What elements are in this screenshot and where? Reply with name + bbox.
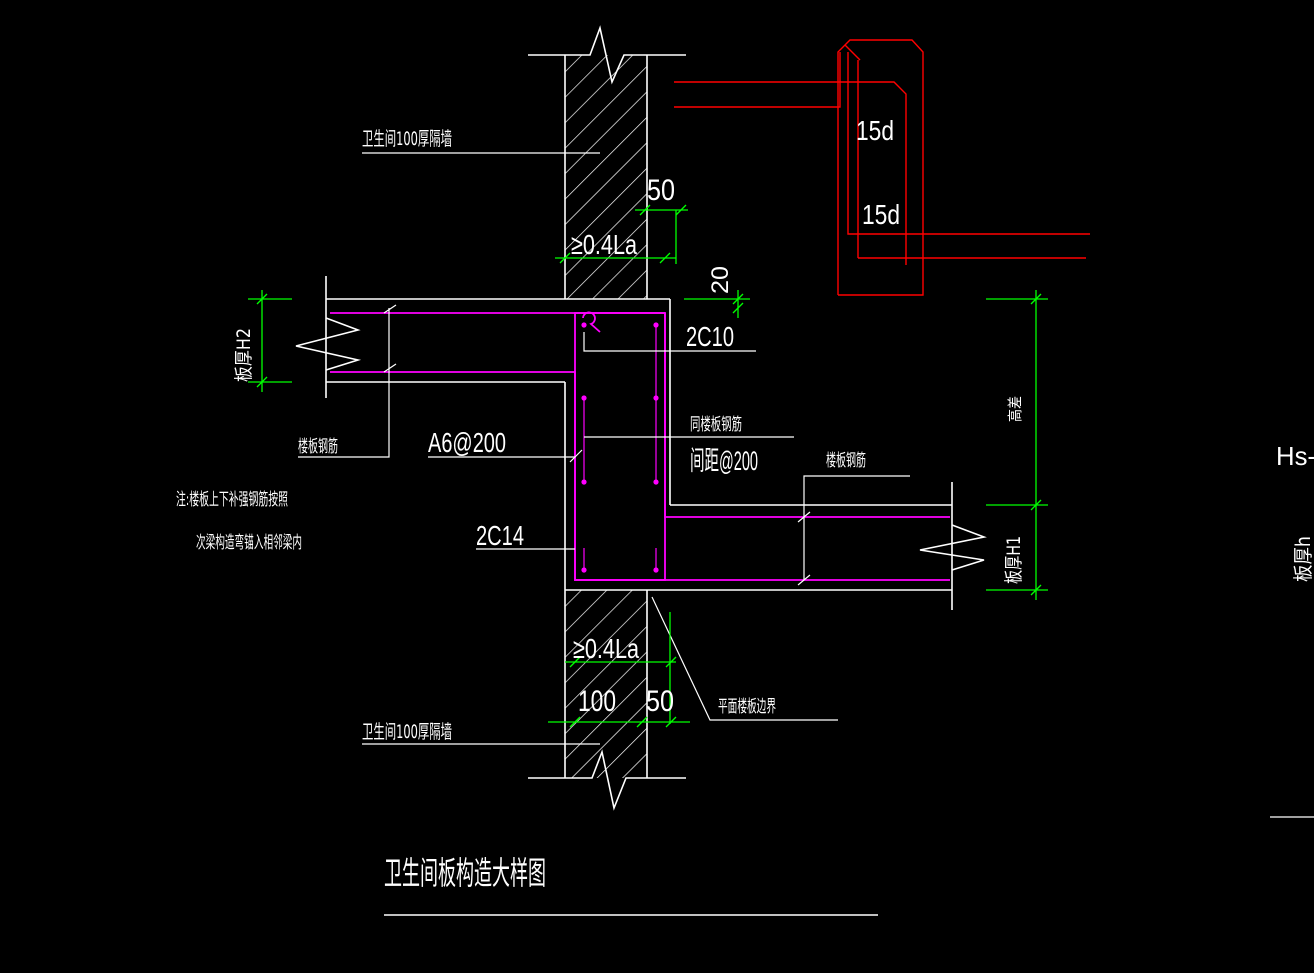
dim-bottom-offset: 50 [646,685,674,718]
wall-bottom-label: 卫生间100厚隔墙 [362,721,452,743]
dim-top-offset: 50 [647,174,675,207]
dim-slab-left: 板厚H2 [233,328,255,382]
dim-height-right: 高差 [1006,396,1024,422]
upper-break-line [528,25,686,85]
bar-bottom-label: 2C14 [476,520,524,551]
lower-break-line [528,749,686,811]
slab-rebar-right-label: 楼板钢筋 [826,451,866,471]
cut-off-text-2: 板厚h [1291,536,1314,582]
upper-wall-hatch [565,55,647,299]
annotations: 卫生间100厚隔墙 楼板钢筋 A6@200 2C14 2C10 同楼板钢筋 间距… [176,115,1314,892]
wall-top-label: 卫生间100厚隔墙 [362,128,452,150]
red-hook-detail [674,39,1090,296]
cut-off-text-1: Hs- [1276,441,1314,471]
concrete-outline [295,276,987,610]
stirrup-label: A6@200 [428,427,506,458]
dim-top-anchor: ≥0.4La [571,229,637,260]
dim-cover: 20 [707,266,734,294]
rebar-dots [581,322,659,573]
rebar [330,311,950,581]
right-slab-break [919,524,987,571]
dimensions [248,204,1048,728]
left-slab-break [295,317,362,371]
note-line-1: 注:楼板上下补强钢筋按照 [176,490,288,510]
slab-rebar-left-label: 楼板钢筋 [298,437,338,457]
drawing-title: 卫生间板构造大样图 [384,854,546,892]
leaders [298,152,1314,818]
lower-wall-hatch [565,590,647,778]
dim-wall-thickness: 100 [578,685,616,718]
tie-note-1: 同楼板钢筋 [690,415,742,435]
tie-lines [583,325,657,570]
lower-wall [528,590,686,811]
bar-top-label: 2C10 [686,321,734,352]
note-line-2: 次梁构造弯锚入相邻梁内 [196,533,302,553]
slab-edge-label: 平面楼板边界 [718,697,776,717]
hook-upper-label: 15d [856,115,894,146]
dim-bottom-anchor: ≥0.4La [573,633,639,664]
hook-lower-label: 15d [862,199,900,230]
tie-note-2: 间距@200 [690,446,758,476]
dim-slab-right: 板厚H1 [1003,536,1025,584]
